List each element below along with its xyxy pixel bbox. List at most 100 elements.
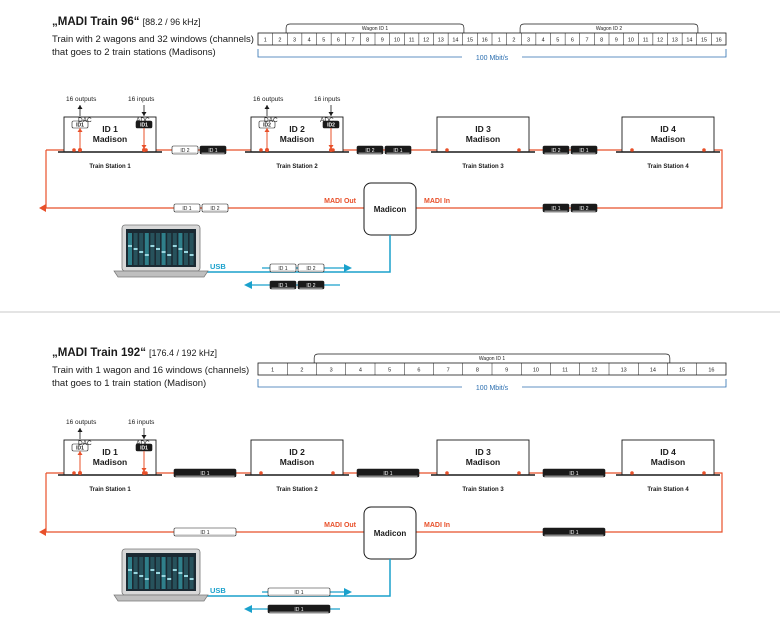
packet-label: ID 2 xyxy=(551,148,560,154)
diagram-description-line: Train with 2 wagons and 32 windows (chan… xyxy=(52,34,254,45)
laptop-icon xyxy=(113,224,209,278)
ring-tap-dot xyxy=(265,148,269,152)
ring-tap-dot xyxy=(72,148,76,152)
station-box xyxy=(621,439,715,476)
window-cell-label: 1 xyxy=(264,38,267,44)
inputs-label: 16 inputs xyxy=(128,96,155,103)
io-arrow-head xyxy=(77,451,83,455)
mixer-fader xyxy=(178,248,183,250)
outputs-label: 16 outputs xyxy=(66,419,97,426)
diagram-madi-train-192: „MADI Train 192“[176.4 / 192 kHz] Train … xyxy=(39,347,727,614)
madi-out-label: MADI Out xyxy=(324,522,357,529)
packet-wheels xyxy=(201,152,225,154)
station-box xyxy=(621,116,715,153)
mixer-fader xyxy=(189,254,194,256)
window-cell-label: 7 xyxy=(447,368,450,374)
packet-label: ID 2 xyxy=(365,148,374,154)
station-label: Train Station 3 xyxy=(462,487,504,493)
window-cell-label: 11 xyxy=(562,368,568,374)
ring-tap-dot xyxy=(329,148,333,152)
station-id: ID 4 xyxy=(660,447,676,457)
mixer-fader xyxy=(150,245,155,247)
bandwidth-label: 100 Mbit/s xyxy=(476,55,509,62)
mixer-channel-strip xyxy=(139,233,144,265)
packet-label: ID 1 xyxy=(579,148,588,154)
mixer-channel-strip xyxy=(144,233,149,265)
adc-label: ADC xyxy=(136,117,150,124)
window-cell-label: 1 xyxy=(271,368,274,374)
io-arrow-head xyxy=(328,112,334,116)
mixer-fader xyxy=(144,578,149,580)
window-cell-label: 13 xyxy=(672,38,678,44)
packet-label: ID 2 xyxy=(180,148,189,154)
ring-tap-dot xyxy=(142,148,146,152)
window-cell-label: 16 xyxy=(482,38,488,44)
ring-tap-dot xyxy=(445,148,449,152)
packet-label: ID 2 xyxy=(210,206,219,212)
packet-wheels xyxy=(572,210,596,212)
io-arrow-head xyxy=(77,428,83,432)
mixer-channel-strip xyxy=(167,557,172,589)
io-arrow-head xyxy=(77,105,83,109)
mixer-fader xyxy=(144,254,149,256)
io-arrow-head xyxy=(141,435,147,439)
mixer-channel-strip xyxy=(184,557,188,589)
adc-tag-label: ID2 xyxy=(327,123,335,129)
usb-arrow xyxy=(244,605,252,613)
station-label: Train Station 1 xyxy=(89,164,131,170)
mixer-fader xyxy=(167,578,172,580)
window-cell-label: 16 xyxy=(716,38,722,44)
window-cell-label: 7 xyxy=(352,38,355,44)
station-id: ID 3 xyxy=(475,124,491,134)
usb-arrow xyxy=(244,281,252,289)
dac-tag-label: ID1 xyxy=(76,446,84,452)
window-cell-label: 2 xyxy=(278,38,281,44)
window-cell-label: 8 xyxy=(366,38,369,44)
station-io-station-1: 16 outputs 16 inputs DAC ADC xyxy=(66,419,155,447)
station-name: Madison xyxy=(280,457,314,467)
packet-label: ID 1 xyxy=(393,148,402,154)
dac-label: DAC xyxy=(78,117,92,124)
ring-tap-dot xyxy=(517,471,521,475)
window-cell-label: 13 xyxy=(621,368,627,374)
madicon-label: Madicon xyxy=(374,529,407,538)
ring-tap-dot xyxy=(259,148,263,152)
window-cell-label: 8 xyxy=(476,368,479,374)
mixer-fader xyxy=(156,248,160,250)
mixer-channel-strip xyxy=(161,557,166,589)
packet-wheels xyxy=(572,152,596,154)
madi-in-label: MADI In xyxy=(424,522,450,529)
station-id: ID 2 xyxy=(289,447,305,457)
mixer-channel-strip xyxy=(184,233,188,265)
station-name: Madison xyxy=(466,134,500,144)
mixer-channel-strip xyxy=(150,233,155,265)
window-cell-label: 2 xyxy=(512,38,515,44)
packet-wheels xyxy=(386,152,410,154)
station-box xyxy=(250,439,344,476)
window-cell-label: 5 xyxy=(388,368,391,374)
window-cell-label: 12 xyxy=(423,38,429,44)
station-id: ID 1 xyxy=(102,447,118,457)
dac-label: DAC xyxy=(264,117,278,124)
ring-tap-dot xyxy=(445,471,449,475)
mixer-channel-strip xyxy=(167,233,172,265)
diagram-description-line: that goes to 1 train station (Madison) xyxy=(52,378,206,389)
station-label: Train Station 3 xyxy=(462,164,504,170)
diagram-description-line: that goes to 2 train stations (Madisons) xyxy=(52,47,216,58)
station-label: Train Station 2 xyxy=(276,164,318,170)
packet-label: ID 1 xyxy=(551,206,560,212)
ring-tap-dot xyxy=(702,148,706,152)
ring-tap-dot xyxy=(630,471,634,475)
window-cell-label: 14 xyxy=(452,38,458,44)
mixer-channel-strip xyxy=(139,557,144,589)
packet-wheels xyxy=(299,270,323,272)
station-id: ID 1 xyxy=(102,124,118,134)
station-id: ID 4 xyxy=(660,124,676,134)
window-cell-label: 5 xyxy=(322,38,325,44)
laptop-base xyxy=(113,594,209,602)
window-cell-label: 11 xyxy=(643,38,649,44)
laptop-base xyxy=(113,270,209,278)
station-id: ID 2 xyxy=(289,124,305,134)
